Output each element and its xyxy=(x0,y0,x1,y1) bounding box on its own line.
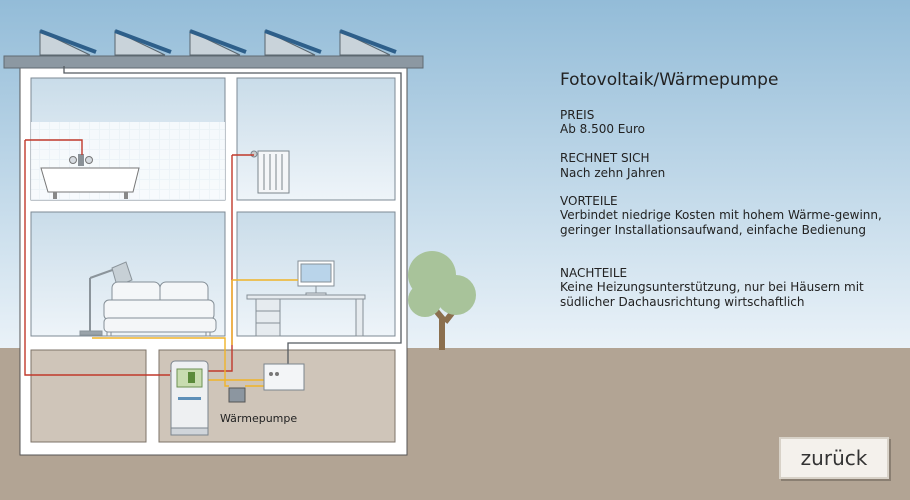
bathtub xyxy=(40,154,140,199)
payback-heading: RECHNET SICH xyxy=(560,151,650,165)
roof xyxy=(3,55,424,69)
tree xyxy=(408,251,476,350)
heat-pump-label: Wärmepumpe xyxy=(220,412,298,425)
price-text: Ab 8.500 Euro xyxy=(560,122,646,136)
pipes-circulation xyxy=(92,279,298,387)
advantages-heading: VORTEILE xyxy=(560,194,618,208)
advantages-text: Verbindet niedrige Kosten mit hohem Wärm… xyxy=(560,208,882,237)
desk xyxy=(246,260,366,337)
pipes-hot xyxy=(24,139,254,376)
pump-controller xyxy=(228,387,246,403)
sofa xyxy=(103,281,217,337)
room-basement-left xyxy=(30,349,147,443)
radiator xyxy=(250,150,290,194)
back-button[interactable]: zurück xyxy=(779,437,889,479)
inverter xyxy=(263,363,305,391)
disadvantages-heading: NACHTEILE xyxy=(560,266,628,280)
heat-pump xyxy=(170,360,209,436)
disadvantages-text: Keine Heizungsunterstützung, nur bei Häu… xyxy=(560,280,864,309)
price-heading: PREIS xyxy=(560,108,595,122)
solar-panels xyxy=(39,29,397,56)
pipes-electrical xyxy=(63,66,402,364)
payback-text: Nach zehn Jahren xyxy=(560,166,666,180)
page-title: Fotovoltaik/Wärmepumpe xyxy=(560,70,779,90)
